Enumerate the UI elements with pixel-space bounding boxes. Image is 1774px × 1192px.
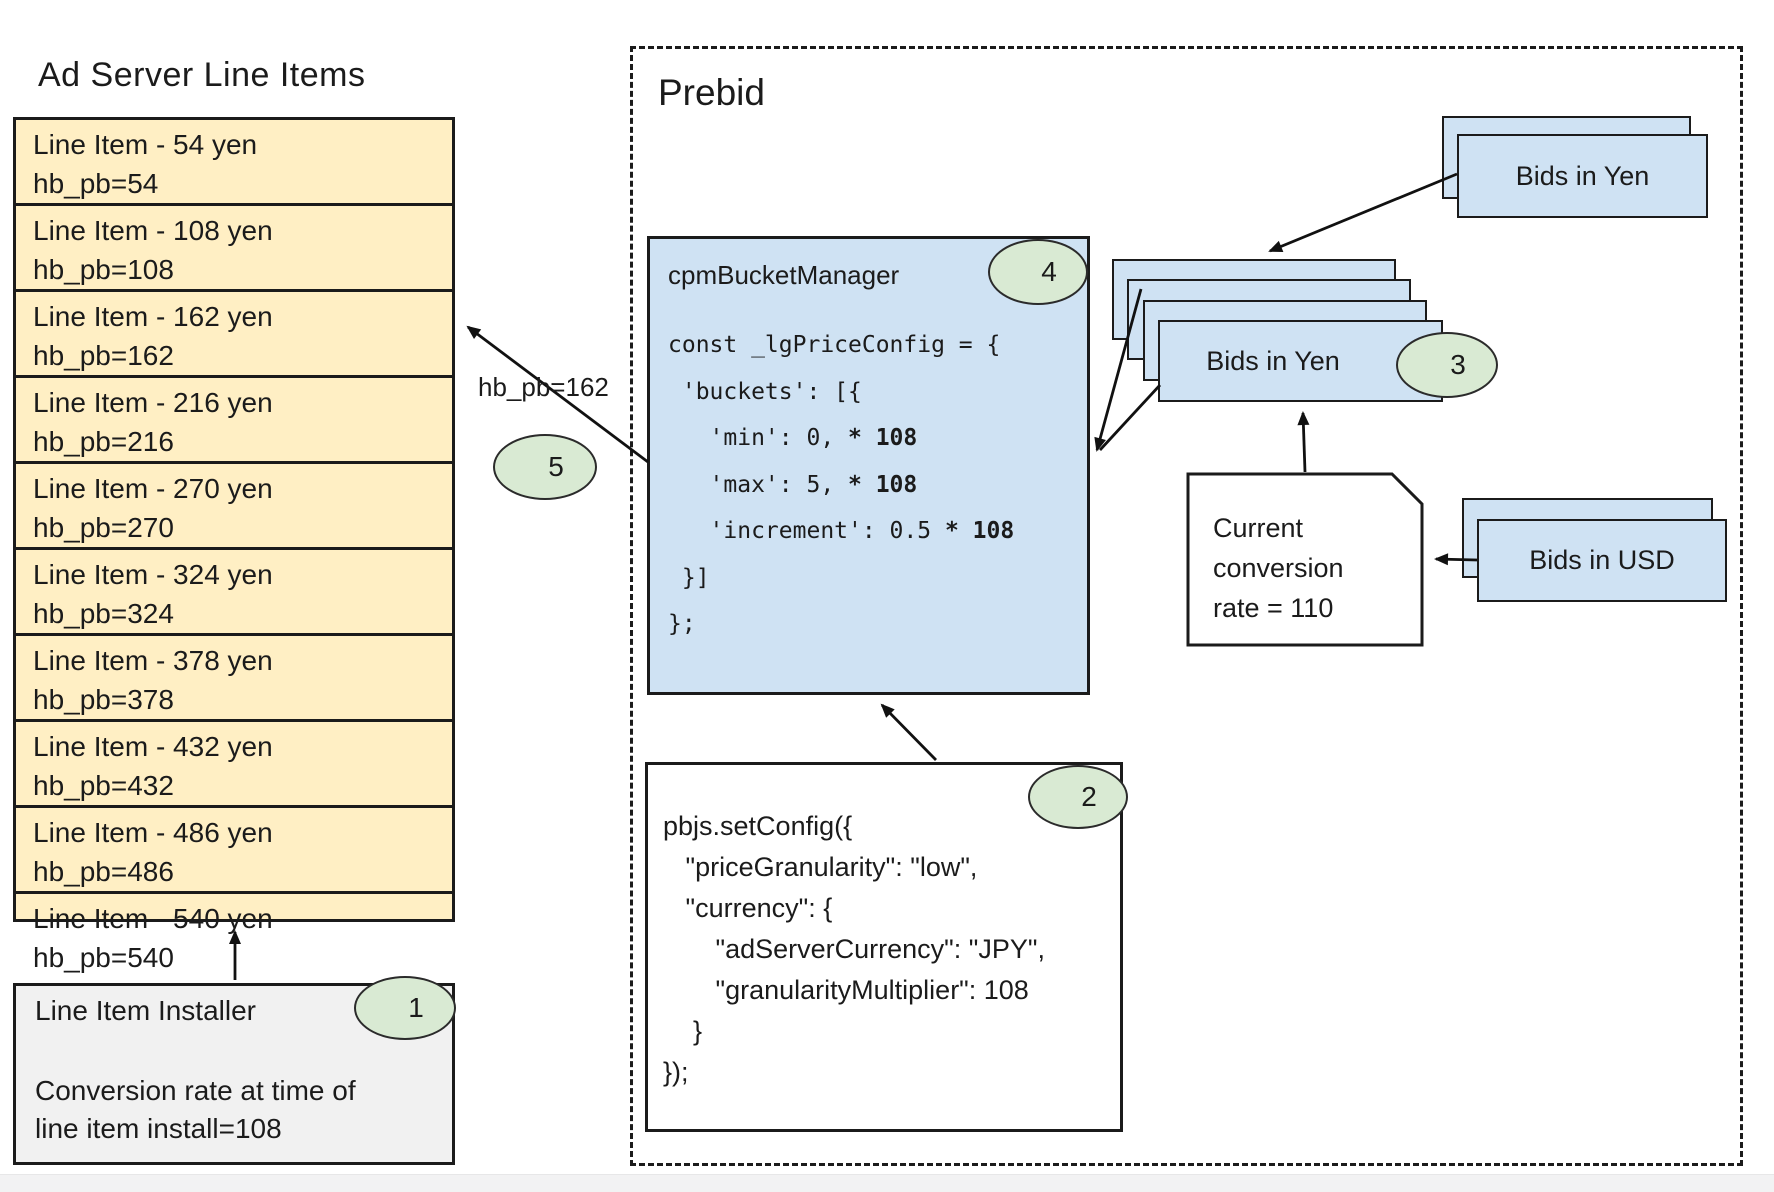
bucket-code-line: const _lgPriceConfig = { [668,332,1001,358]
line-item-row: Line Item - 540 yen hb_pb=540 [16,894,452,977]
prebid-title: Prebid [658,72,765,113]
bucket-code-line: 'increment': 0.5 * 108 [668,518,1015,544]
bucket-manager-title: cpmBucketManager [668,260,900,290]
line-item-key: hb_pb=432 [33,769,174,801]
line-item-label: Line Item - 216 yen [33,387,273,418]
line-item-key: hb_pb=540 [33,941,174,973]
line-item-label: Line Item - 162 yen [33,301,273,332]
bucket-code-line: }; [668,611,696,637]
bucket-manager-step-badge: 4 [988,239,1088,305]
line-item-key: hb_pb=324 [33,597,174,629]
setconfig-code: pbjs.setConfig({ "priceGranularity": "lo… [663,806,1045,1093]
bids-in-usd-card-front: Bids in USD [1477,519,1727,602]
setconfig-code-line: "granularityMultiplier": 108 [663,975,1029,1005]
line-item-row: Line Item - 432 yen hb_pb=432 [16,722,452,808]
line-item-row: Line Item - 486 yen hb_pb=486 [16,808,452,894]
setconfig-code-line: "priceGranularity": "low", [663,852,978,882]
conversion-note-text: Current conversion rate = 110 [1213,508,1344,628]
bids-in-yen-stack-label: Bids in Yen [1206,345,1340,376]
setconfig-code-line: pbjs.setConfig({ [663,811,853,841]
flow-step-badge: 5 [493,434,597,500]
prebid-container [630,46,1743,1166]
setconfig-box [645,762,1123,1132]
line-item-label: Line Item - 324 yen [33,559,273,590]
installer-title: Line Item Installer [35,995,256,1026]
line-item-key: hb_pb=378 [33,683,174,715]
line-item-row: Line Item - 378 yen hb_pb=378 [16,636,452,722]
line-item-key: hb_pb=216 [33,425,174,457]
line-item-row: Line Item - 108 yen hb_pb=108 [16,206,452,292]
bids-in-yen-top-card-front: Bids in Yen [1457,134,1708,218]
setconfig-code-line: } [663,1016,703,1046]
line-item-key: hb_pb=162 [33,339,174,371]
installer-note: Conversion rate at time of line item ins… [35,1072,356,1148]
bucket-code-line: 'buckets': [{ [668,378,862,405]
installer-note-line-1: Conversion rate at time of [35,1075,356,1106]
ad-server-title: Ad Server Line Items [38,56,366,94]
line-item-label: Line Item - 270 yen [33,473,273,504]
line-item-key: hb_pb=108 [33,253,174,285]
bids-in-yen-stack-card-front: Bids in Yen [1158,320,1443,402]
line-item-row: Line Item - 162 yen hb_pb=162 [16,292,452,378]
bucket-code-line: 'max': 5, * 108 [668,471,918,498]
bucket-code: const _lgPriceConfig = { 'buckets': [{ '… [668,322,1014,648]
setconfig-step-badge: 2 [1028,765,1128,829]
line-item-row: Line Item - 54 yen hb_pb=54 [16,120,452,206]
line-item-label: Line Item - 108 yen [33,215,273,246]
bids-in-yen-top-label: Bids in Yen [1515,160,1650,191]
setconfig-code-line: }); [663,1057,689,1087]
line-item-key: hb_pb=486 [33,855,174,887]
line-item-row: Line Item - 216 yen hb_pb=216 [16,378,452,464]
bucket-code-line: }] [668,564,710,591]
bucket-manager-box [647,236,1090,695]
bids-in-usd-label: Bids in USD [1529,545,1675,575]
line-item-label: Line Item - 378 yen [33,645,273,676]
line-item-key: hb_pb=54 [33,167,159,199]
line-item-row: Line Item - 324 yen hb_pb=324 [16,550,452,636]
line-item-label: Line Item - 432 yen [33,731,273,762]
bottom-page-strip [0,1174,1774,1192]
setconfig-code-line: "currency": { [663,893,833,923]
line-item-key: hb_pb=270 [33,511,174,543]
flow-label-hb-pb: hb_pb=162 [478,372,609,402]
line-item-label: Line Item - 540 yen [33,903,273,934]
bids-in-yen-stack-badge: 3 [1396,332,1498,398]
bucket-code-line: 'min': 0, * 108 [668,425,918,451]
line-item-label: Line Item - 486 yen [33,817,273,848]
installer-step-badge: 1 [354,976,456,1040]
conversion-note-line-1: Current [1213,513,1304,543]
line-item-row: Line Item - 270 yen hb_pb=270 [16,464,452,550]
conversion-note-line-2: conversion [1213,553,1344,583]
line-item-label: Line Item - 54 yen [33,129,258,160]
conversion-note-line-3: rate = 110 [1213,593,1334,623]
setconfig-code-line: "adServerCurrency": "JPY", [663,934,1045,964]
installer-note-line-2: line item install=108 [35,1113,282,1144]
